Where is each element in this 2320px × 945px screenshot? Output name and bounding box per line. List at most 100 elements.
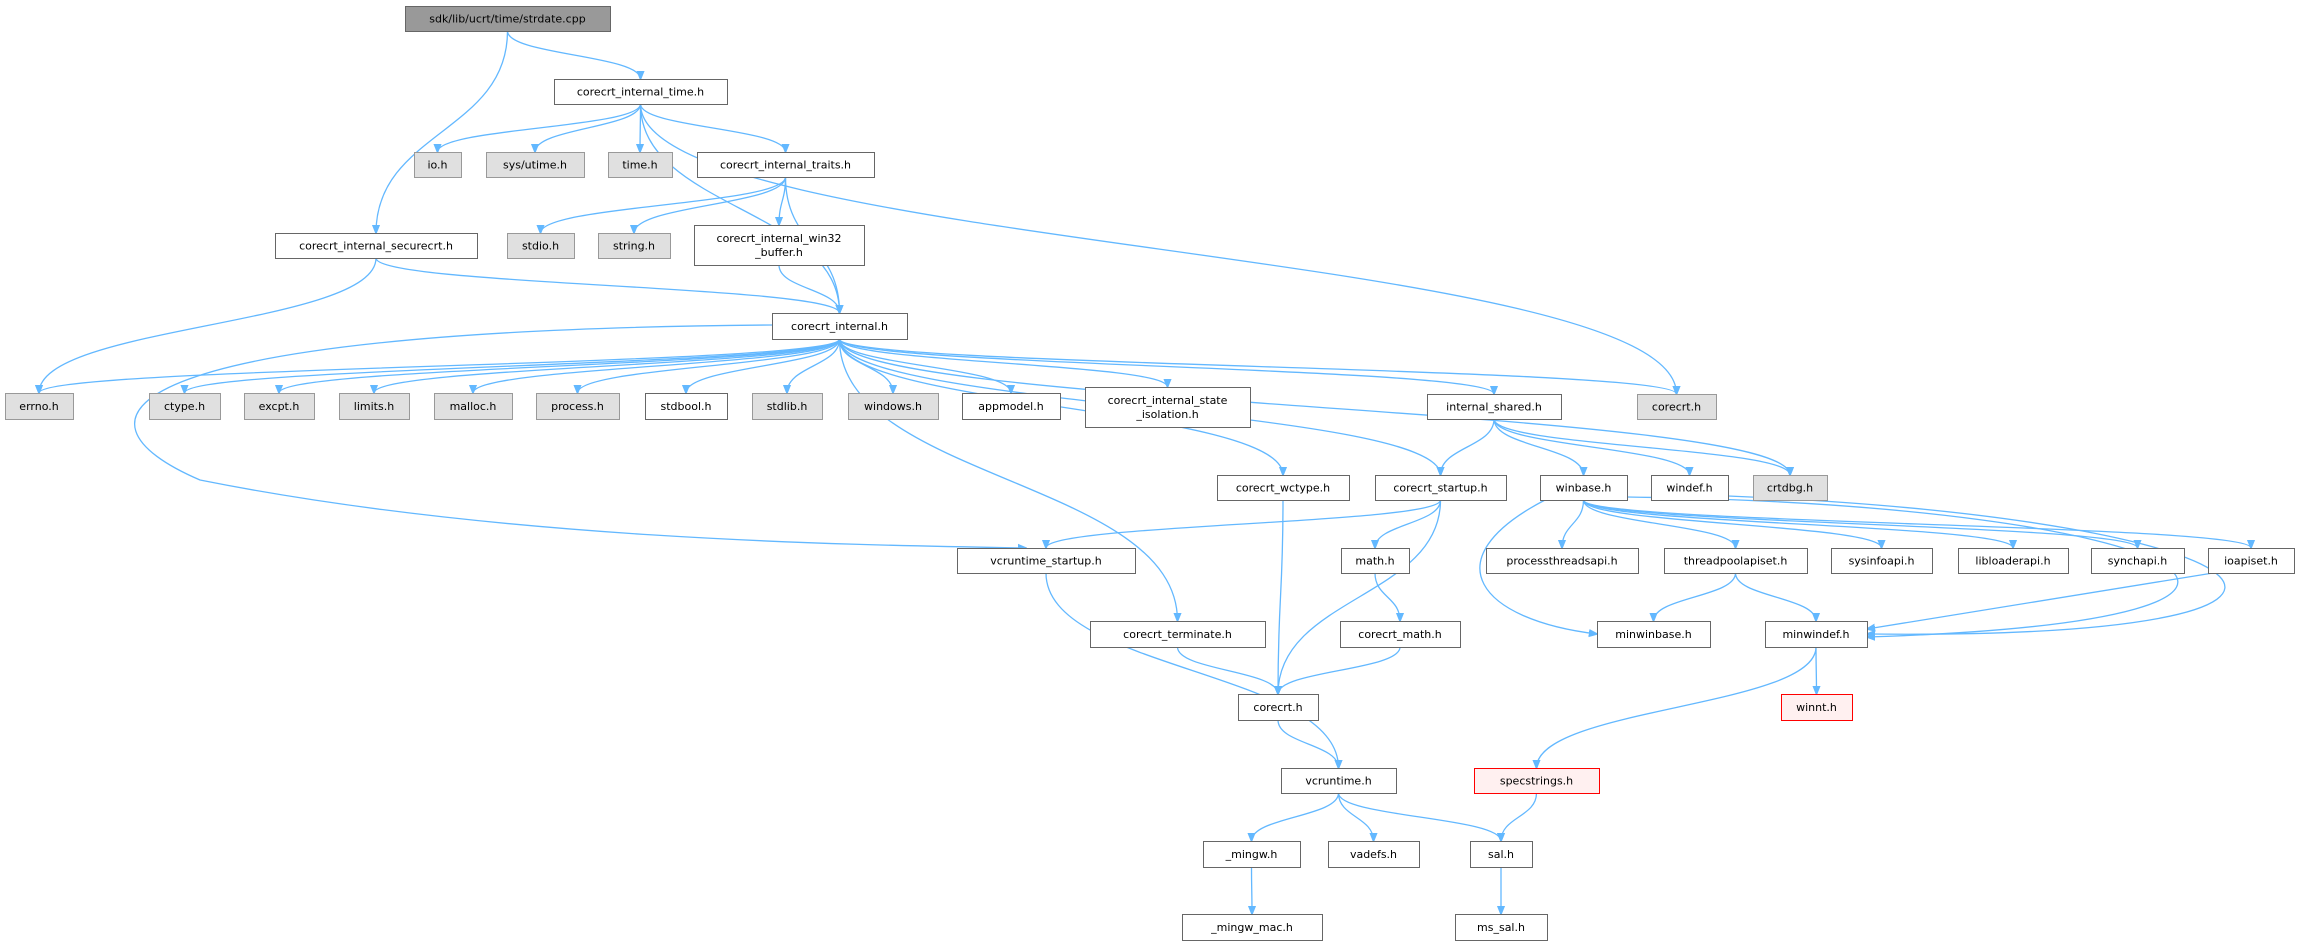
node-vadefs[interactable]: vadefs.h (1328, 841, 1420, 868)
edge-specstrings-to-sal (1501, 792, 1538, 841)
node-box (1328, 841, 1420, 868)
node-string[interactable]: string.h (598, 233, 671, 259)
node-label: corecrt_wctype.h (1236, 482, 1330, 495)
node-win32_buffer[interactable]: corecrt_internal_win32_buffer.h (694, 225, 865, 266)
edge-corecrt-to-vcruntime (1277, 719, 1339, 768)
node-label: internal_shared.h (1446, 401, 1542, 414)
node-windows[interactable]: windows.h (848, 393, 939, 420)
edge-internal-to-state_isolation (838, 338, 1168, 387)
node-label: stdio.h (522, 240, 559, 253)
node-errno[interactable]: errno.h (5, 393, 74, 420)
edge-securecrt-to-errno (39, 257, 377, 393)
node-box (1085, 387, 1251, 428)
node-box (694, 225, 865, 266)
node-process[interactable]: process.h (536, 393, 620, 420)
node-ioapiset[interactable]: ioapiset.h (2208, 548, 2295, 574)
node-windef[interactable]: windef.h (1651, 475, 1729, 501)
node-box (608, 152, 673, 178)
node-box (1486, 548, 1639, 574)
node-label: corecrt_terminate.h (1123, 628, 1232, 641)
node-winnt[interactable]: winnt.h (1781, 694, 1853, 721)
node-corecrt[interactable]: corecrt.h (1238, 694, 1319, 721)
edge-threadpoolapiset-to-minwindef (1734, 572, 1817, 621)
node-ctype[interactable]: ctype.h (149, 393, 221, 420)
node-wctype[interactable]: corecrt_wctype.h (1217, 475, 1350, 501)
edge-traits-to-string (634, 176, 787, 233)
node-label: corecrt.h (1253, 701, 1302, 714)
node-io[interactable]: io.h (414, 152, 462, 178)
node-mingw[interactable]: _mingw.h (1203, 841, 1301, 868)
node-internal_shared[interactable]: internal_shared.h (1427, 394, 1562, 420)
node-internal[interactable]: corecrt_internal.h (772, 313, 908, 340)
edge-startup-to-vcruntime_startup (1046, 499, 1442, 548)
node-label: windef.h (1666, 482, 1712, 495)
edge-minwindef-to-specstrings (1537, 646, 1817, 768)
node-stdio[interactable]: stdio.h (507, 233, 575, 259)
node-sys_utime[interactable]: sys/utime.h (486, 152, 585, 178)
node-time[interactable]: time.h (608, 152, 673, 178)
node-startup[interactable]: corecrt_startup.h (1375, 475, 1507, 501)
node-minwindef[interactable]: minwindef.h (1765, 621, 1868, 648)
node-root[interactable]: sdk/lib/ucrt/time/strdate.cpp (405, 6, 611, 32)
node-excpt[interactable]: excpt.h (244, 393, 315, 420)
node-math[interactable]: math.h (1341, 548, 1410, 574)
node-box (1340, 621, 1461, 648)
node-terminate[interactable]: corecrt_terminate.h (1090, 621, 1266, 648)
edge-internal-to-limits (374, 338, 841, 393)
edge-winbase-to-processthreadsapi (1562, 499, 1585, 548)
node-box (772, 313, 908, 340)
node-box (1281, 768, 1397, 794)
node-box (507, 233, 575, 259)
edge-winbase-to-sysinfoapi (1582, 499, 1882, 548)
node-label: time.h (622, 159, 657, 172)
node-sysinfoapi[interactable]: sysinfoapi.h (1831, 548, 1933, 574)
node-minwinbase[interactable]: minwinbase.h (1597, 621, 1711, 648)
edge-winbase-to-minwinbase (1479, 499, 1597, 634)
node-stdbool[interactable]: stdbool.h (645, 393, 728, 420)
node-sal[interactable]: sal.h (1470, 841, 1533, 868)
node-malloc[interactable]: malloc.h (434, 393, 513, 420)
node-box (1651, 475, 1729, 501)
node-traits[interactable]: corecrt_internal_traits.h (697, 152, 875, 178)
node-box (405, 6, 611, 32)
edge-internal-to-corecrt_gray (838, 338, 1677, 394)
node-vcruntime[interactable]: vcruntime.h (1281, 768, 1397, 794)
edge-root-to-internal_time (506, 30, 641, 79)
node-mingw_mac[interactable]: _mingw_mac.h (1182, 914, 1323, 941)
node-label: ms_sal.h (1477, 921, 1525, 934)
node-box (1831, 548, 1933, 574)
node-internal_time[interactable]: corecrt_internal_time.h (554, 79, 728, 105)
node-label: math.h (1355, 555, 1394, 568)
node-appmodel[interactable]: appmodel.h (962, 393, 1061, 420)
node-stdlib[interactable]: stdlib.h (752, 393, 823, 420)
node-box (962, 393, 1061, 420)
edge-internal-to-appmodel (838, 338, 1012, 393)
node-label: sal.h (1488, 848, 1514, 861)
node-winbase[interactable]: winbase.h (1540, 475, 1628, 501)
node-box (149, 393, 221, 420)
node-label: sys/utime.h (503, 159, 567, 172)
node-crtdbg[interactable]: crtdbg.h (1753, 475, 1828, 501)
node-vcruntime_startup[interactable]: vcruntime_startup.h (957, 548, 1136, 574)
node-label: synchapi.h (2108, 555, 2168, 568)
node-limits[interactable]: limits.h (339, 393, 410, 420)
node-box (645, 393, 728, 420)
node-ms_sal[interactable]: ms_sal.h (1455, 914, 1548, 941)
node-threadpoolapiset[interactable]: threadpoolapiset.h (1664, 548, 1808, 574)
node-label: minwinbase.h (1615, 628, 1691, 641)
node-processthreadsapi[interactable]: processthreadsapi.h (1486, 548, 1639, 574)
node-securecrt[interactable]: corecrt_internal_securecrt.h (275, 233, 478, 259)
node-label: ioapiset.h (2224, 555, 2278, 568)
node-specstrings[interactable]: specstrings.h (1474, 768, 1600, 794)
node-state_isolation[interactable]: corecrt_internal_state_isolation.h (1085, 387, 1251, 428)
node-label: limits.h (354, 400, 394, 413)
node-label: errno.h (19, 400, 58, 413)
node-corecrt_gray[interactable]: corecrt.h (1637, 394, 1717, 420)
node-synchapi[interactable]: synchapi.h (2091, 548, 2185, 574)
node-box (275, 233, 478, 259)
node-box (1470, 841, 1533, 868)
node-corecrt_math[interactable]: corecrt_math.h (1340, 621, 1461, 648)
edge-internal-to-errno (39, 338, 841, 393)
node-label: process.h (551, 400, 604, 413)
node-libloaderapi[interactable]: libloaderapi.h (1958, 548, 2069, 574)
